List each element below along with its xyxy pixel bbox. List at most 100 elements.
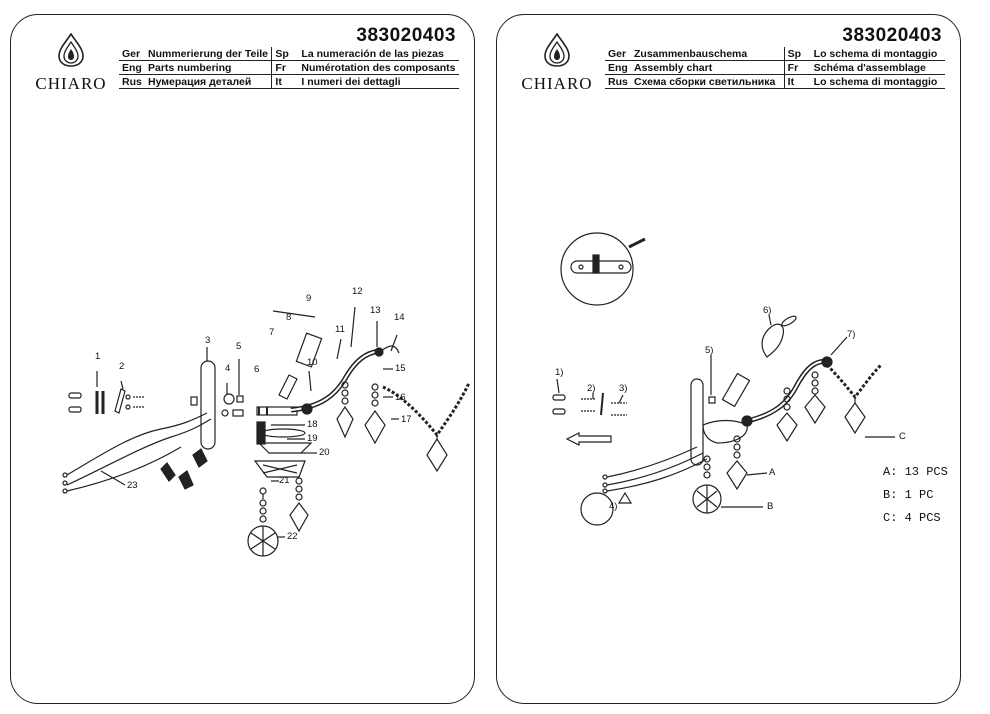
assembly-drawing — [552, 232, 895, 526]
step-number: 6) — [763, 305, 772, 316]
language-title-table: Ger Nummerierung der Teile Sp La numerac… — [119, 47, 459, 89]
lang-text: La numeración de las piezas — [298, 47, 459, 61]
article-code: 383020403 — [356, 25, 456, 46]
detail-magnifier-icon — [560, 232, 634, 306]
part-number: 19 — [307, 433, 318, 444]
lang-text: I numeri dei dettagli — [298, 74, 459, 89]
article-code: 383020403 — [842, 25, 942, 46]
light-bulb-icon — [761, 323, 784, 358]
lang-text: Lo schema di montaggio — [810, 47, 945, 61]
crystal-chain-icon — [336, 381, 471, 473]
warning-triangle-icon — [617, 491, 633, 504]
lang-text: Numérotation des composants — [298, 60, 459, 75]
wiring-detail-icon — [580, 492, 614, 526]
lang-text: Assembly chart — [631, 60, 785, 75]
brand-name: CHIARO — [521, 74, 593, 93]
canopy-icon — [702, 419, 748, 444]
left-sheet-parts-numbering: CHIARO 383020403 Ger Nummerierung der Te… — [10, 14, 475, 704]
part-number: 16 — [395, 392, 406, 403]
lang-text: Zusammenbauschema — [631, 47, 785, 61]
part-number: 14 — [394, 312, 405, 323]
lang-code: Eng — [605, 60, 631, 75]
lang-code: Fr — [271, 60, 299, 75]
bulb-cover-icon — [295, 332, 323, 368]
lang-code: Sp — [271, 47, 299, 61]
right-sheet-assembly-chart: CHIARO 383020403 Ger Zusammenbauschema S… — [496, 14, 961, 704]
hook-icon — [380, 345, 400, 354]
nut-icon — [223, 393, 235, 405]
lang-code: It — [783, 74, 811, 89]
bobeche-icon — [253, 460, 306, 478]
part-number: 7 — [269, 327, 275, 338]
backplate-icon — [690, 378, 704, 466]
step-number: 4) — [609, 501, 618, 512]
part-letter: B — [767, 501, 774, 512]
step-number: 7) — [847, 329, 856, 340]
curved-arm-icon — [290, 348, 380, 413]
backplate-icon — [200, 360, 216, 450]
bracket-icon — [114, 388, 126, 414]
part-number: 20 — [319, 447, 330, 458]
part-number: 21 — [279, 475, 290, 486]
part-number: 9 — [306, 293, 312, 304]
drip-cup-icon — [257, 442, 313, 454]
brand-name: CHIARO — [35, 74, 107, 93]
step-number: 3) — [619, 383, 628, 394]
lang-text: Нумерация деталей — [145, 74, 272, 89]
lang-text: Schéma d'assemblage — [810, 60, 945, 75]
exploded-parts-drawing — [62, 306, 471, 557]
screwdriver-icon — [628, 237, 646, 249]
curved-arm-icon — [746, 358, 828, 424]
part-number: 15 — [395, 363, 406, 374]
part-number: 5 — [236, 341, 242, 352]
language-title-table: Ger Zusammenbauschema Sp Lo schema di mo… — [605, 47, 945, 89]
part-number: 13 — [370, 305, 381, 316]
wall-anchor-icon — [552, 394, 566, 401]
part-number: 4 — [225, 363, 231, 374]
left-logo: CHIARO — [31, 32, 111, 94]
lang-text: Схема сборки светильника — [631, 74, 785, 89]
wall-anchor-icon — [68, 392, 82, 399]
part-number: 17 — [401, 414, 412, 425]
socket-icon — [278, 374, 298, 400]
lang-code: Rus — [605, 74, 631, 89]
part-number: 3 — [205, 335, 211, 346]
right-logo: CHIARO — [517, 32, 597, 94]
step-number: 1) — [555, 367, 564, 378]
lang-code: Rus — [119, 74, 145, 89]
right-header: CHIARO 383020403 Ger Zusammenbauschema S… — [497, 15, 960, 105]
lang-text: Parts numbering — [145, 60, 272, 75]
quantity-b: B: 1 PC — [883, 488, 934, 502]
part-letter: C — [899, 431, 906, 442]
lang-code: Ger — [119, 47, 145, 61]
part-number: 1 — [95, 351, 101, 362]
part-number: 22 — [287, 531, 298, 542]
part-number: 10 — [307, 357, 318, 368]
quantity-c: C: 4 PCS — [883, 511, 941, 525]
lang-text: Lo schema di montaggio — [810, 74, 945, 89]
direction-arrow-icon — [565, 432, 612, 446]
lang-code: It — [271, 74, 299, 89]
part-number: 6 — [254, 364, 260, 375]
lang-code: Fr — [783, 60, 811, 75]
left-header: CHIARO 383020403 Ger Nummerierung der Te… — [11, 15, 474, 105]
lang-text: Nummerierung der Teile — [145, 47, 272, 61]
step-number: 2) — [587, 383, 596, 394]
part-letter: A — [769, 467, 776, 478]
lang-code: Sp — [783, 47, 811, 61]
part-number: 2 — [119, 361, 125, 372]
part-number: 8 — [286, 312, 292, 323]
lang-code: Ger — [605, 47, 631, 61]
part-number: 23 — [127, 480, 138, 491]
quantity-a: A: 13 PCS — [883, 465, 948, 479]
part-number: 18 — [307, 419, 318, 430]
step-number: 5) — [705, 345, 714, 356]
candle-sleeve-icon — [721, 372, 751, 408]
chiaro-logo-icon — [58, 32, 84, 67]
chiaro-logo-icon — [544, 32, 570, 67]
part-number: 11 — [335, 324, 345, 335]
lang-code: Eng — [119, 60, 145, 75]
part-number: 12 — [352, 286, 363, 297]
wall-anchor-icon — [552, 408, 566, 415]
wall-anchor-icon — [68, 406, 82, 413]
